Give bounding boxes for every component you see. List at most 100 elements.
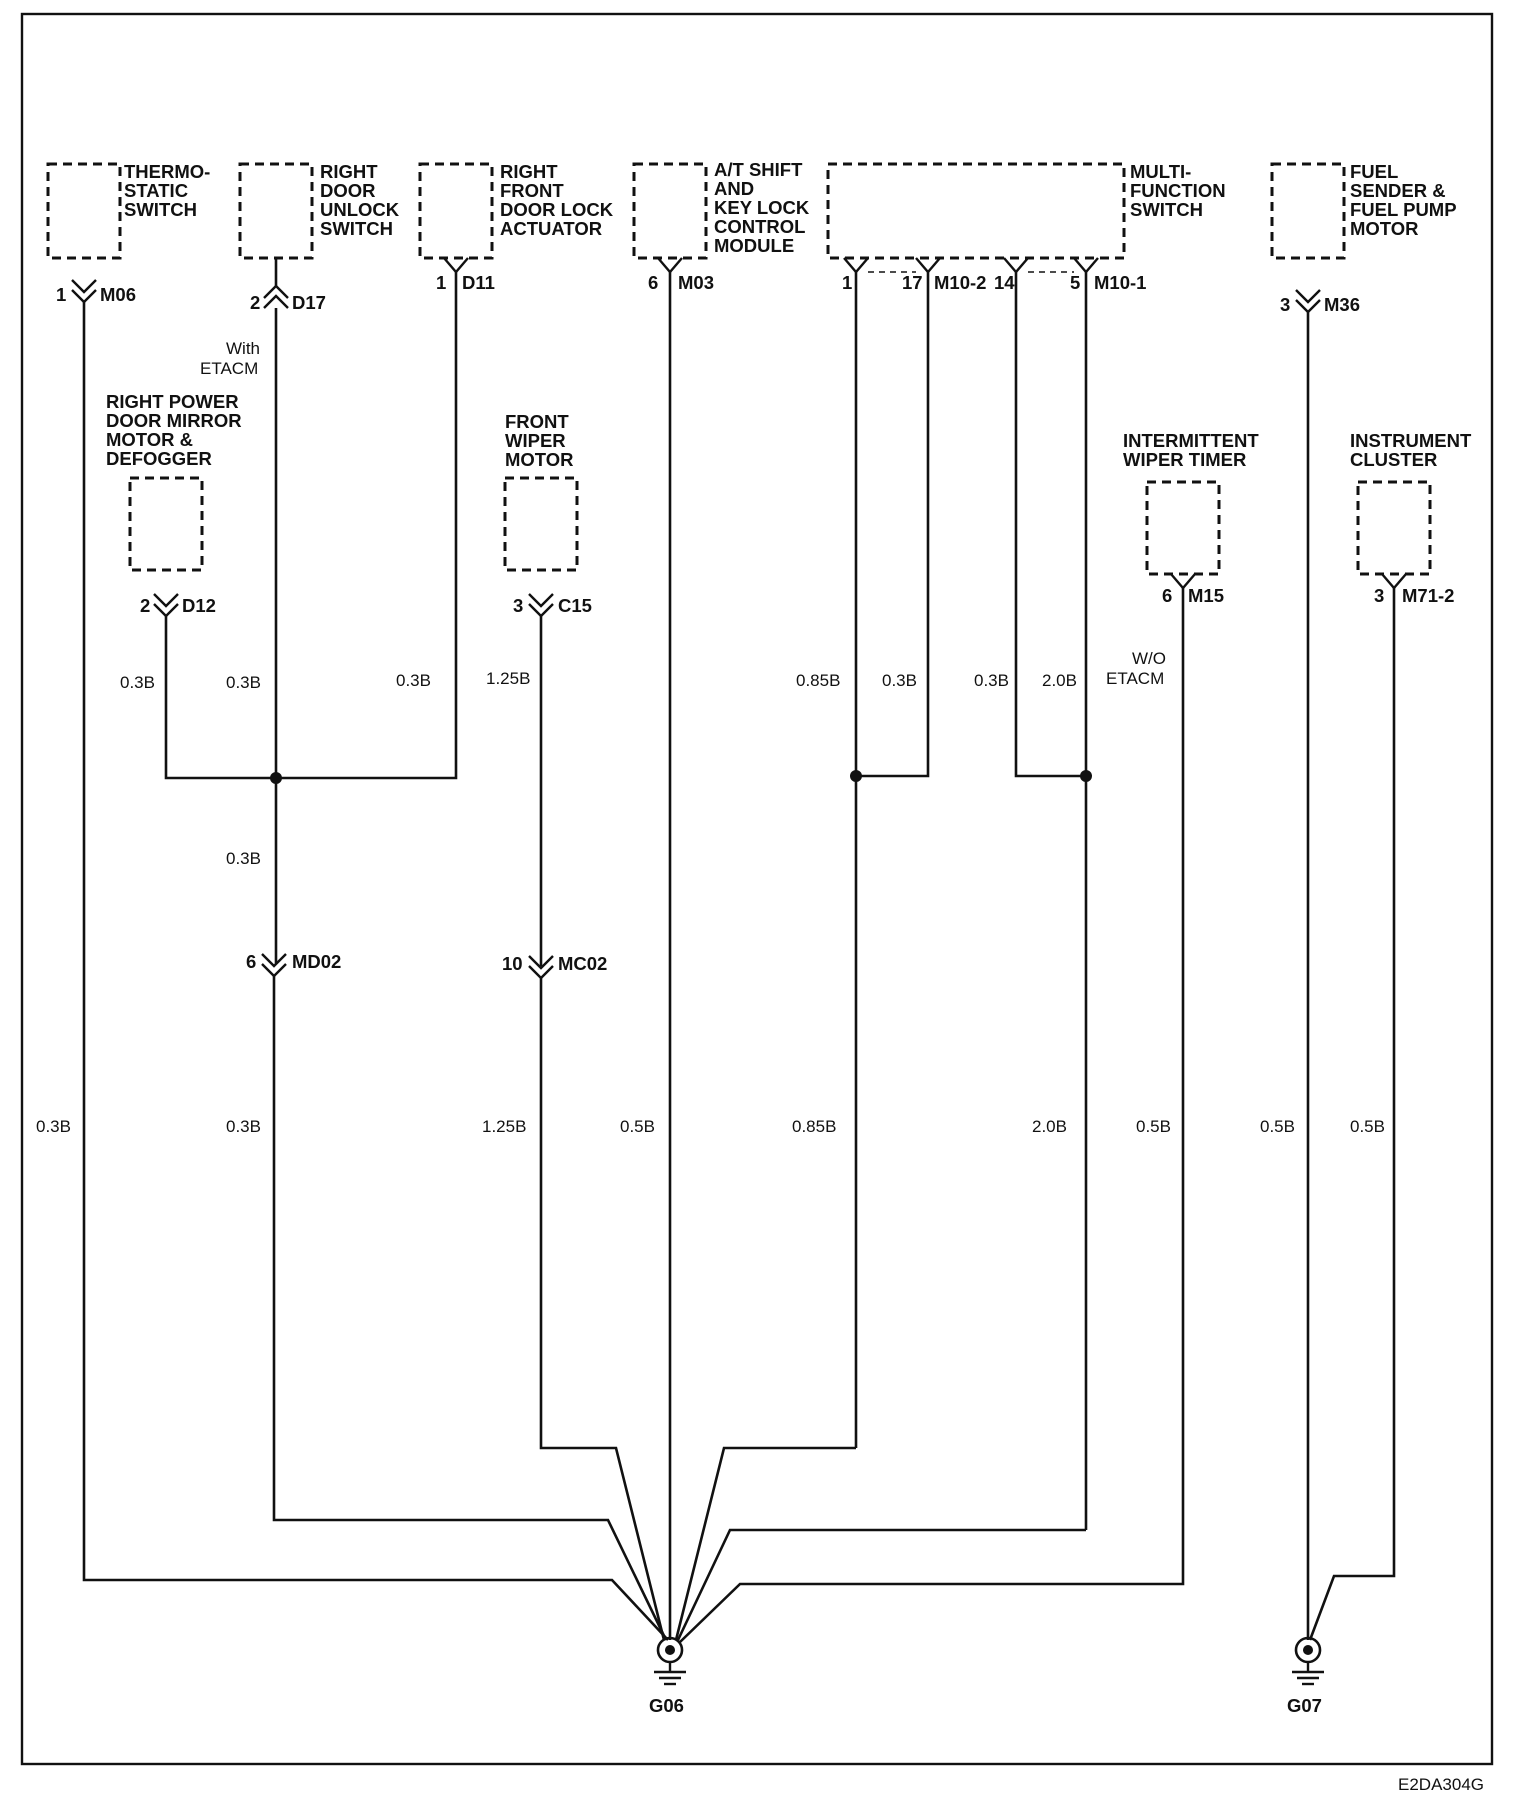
thermostatic-switch-box — [46, 162, 122, 260]
wire-label-d17-upper: 0.3B — [226, 673, 261, 692]
m10-2-pin-a: 1 — [842, 272, 852, 293]
d17-connector-symbol-2 — [263, 294, 289, 309]
wire-mc02-lower — [539, 978, 666, 1641]
m03-connector-symbol — [657, 257, 683, 274]
ground-g06-symbol — [654, 1636, 686, 1686]
ground-g07-label: G07 — [1287, 1695, 1322, 1716]
wire-label-m71-lower: 0.5B — [1350, 1117, 1385, 1136]
diagram-frame — [20, 12, 1494, 1766]
m10-2-name: M10-2 — [934, 272, 986, 293]
m10-2-connector-pin17 — [915, 257, 941, 274]
wire-label-d12: 0.3B — [120, 673, 155, 692]
d17-pin: 2 — [250, 292, 260, 313]
wire-label-m10-pin17: 0.3B — [882, 671, 917, 690]
m15-pin: 6 — [1162, 585, 1172, 606]
right-front-door-lock-actuator-label: RIGHT FRONT DOOR LOCK ACTUATOR — [500, 161, 618, 239]
multi-function-switch-box — [826, 162, 1126, 260]
m10-1-pin-b: 5 — [1070, 272, 1080, 293]
fuel-sender-pump-box — [1270, 162, 1346, 260]
m03-name: M03 — [678, 272, 714, 293]
wire-m06 — [82, 302, 669, 1641]
m10-1-pin-a: 14 — [994, 272, 1015, 293]
m10-1-connector-pin14 — [1003, 257, 1029, 274]
thermostatic-switch-label: THERMO- STATIC SWITCH — [124, 161, 215, 220]
splice-d17 — [270, 772, 282, 784]
wire-label-c15: 1.25B — [486, 669, 530, 688]
wire-label-m10-right-lower: 2.0B — [1032, 1117, 1067, 1136]
m03-pin: 6 — [648, 272, 658, 293]
m10-1-connector-pin5 — [1073, 257, 1099, 274]
mc02-pin: 10 — [502, 953, 523, 974]
wire-m10-pin17 — [856, 272, 930, 778]
intermittent-wiper-timer-box — [1145, 480, 1221, 576]
right-door-unlock-switch-label: RIGHT DOOR UNLOCK SWITCH — [320, 161, 404, 239]
c15-pin: 3 — [513, 595, 523, 616]
d12-name: D12 — [182, 595, 216, 616]
wire-label-mc02-lower: 1.25B — [482, 1117, 526, 1136]
ground-g06-label: G06 — [649, 1695, 684, 1716]
right-front-door-lock-actuator-box — [418, 162, 494, 260]
wire-label-m03-lower: 0.5B — [620, 1117, 655, 1136]
wire-label-m10-pin1: 0.85B — [796, 671, 840, 690]
m10-1-name: M10-1 — [1094, 272, 1146, 293]
diagram-code: E2DA304G — [1398, 1775, 1484, 1794]
at-shift-key-lock-module-box — [632, 162, 708, 260]
right-door-unlock-switch-box — [238, 162, 314, 260]
wire-m10-left-lower — [674, 1446, 856, 1641]
wo-etacm-note: W/O ETACM — [1106, 649, 1171, 688]
wire-label-m36-lower: 0.5B — [1260, 1117, 1295, 1136]
m36-name: M36 — [1324, 294, 1360, 315]
fuel-sender-pump-label: FUEL SENDER & FUEL PUMP MOTOR — [1350, 161, 1461, 239]
instrument-cluster-box — [1356, 480, 1432, 576]
wire-m10-pin14 — [1014, 272, 1086, 778]
ground-g07-symbol — [1292, 1636, 1324, 1686]
wire-label-md02-lower: 0.3B — [226, 1117, 261, 1136]
splice-m10-1 — [1080, 770, 1092, 782]
multi-function-switch-label: MULTI- FUNCTION SWITCH — [1130, 161, 1231, 220]
splice-m10-2 — [850, 770, 862, 782]
c15-connector-symbol — [528, 593, 554, 608]
wire-md02-lower — [272, 976, 668, 1641]
wire-label-m06-lower: 0.3B — [36, 1117, 71, 1136]
instrument-cluster-label: INSTRUMENT CLUSTER — [1350, 430, 1476, 470]
wire-d12 — [164, 272, 458, 780]
wire-label-m10-left-lower: 0.85B — [792, 1117, 836, 1136]
d11-pin: 1 — [436, 272, 446, 293]
mc02-connector-symbol — [528, 955, 554, 970]
m06-pin: 1 — [56, 284, 66, 305]
wire-label-m15-lower: 0.5B — [1136, 1117, 1171, 1136]
d17-name: D17 — [292, 292, 326, 313]
intermittent-wiper-timer-label: INTERMITTENT WIPER TIMER — [1123, 430, 1264, 470]
m36-pin: 3 — [1280, 294, 1290, 315]
mc02-name: MC02 — [558, 953, 607, 974]
wire-m15 — [679, 588, 1185, 1643]
wire-label-md02-upper: 0.3B — [226, 849, 261, 868]
md02-pin: 6 — [246, 951, 256, 972]
wire-label-m10-pin14: 0.3B — [974, 671, 1009, 690]
m71-2-name: M71-2 — [1402, 585, 1454, 606]
m10-2-connector-pin1 — [843, 257, 869, 274]
d11-name: D11 — [462, 272, 495, 293]
m06-name: M06 — [100, 284, 136, 305]
md02-connector-symbol — [261, 953, 287, 968]
wire-label-m10-pin5: 2.0B — [1042, 671, 1077, 690]
wire-m71-2 — [1308, 588, 1396, 1641]
wire-label-d11: 0.3B — [396, 671, 431, 690]
m36-connector-symbol — [1295, 289, 1321, 304]
with-etacm-note: With ETACM — [200, 339, 265, 378]
m71-2-pin: 3 — [1374, 585, 1384, 606]
right-power-door-mirror-label: RIGHT POWER DOOR MIRROR MOTOR & DEFOGGER — [106, 391, 247, 469]
d12-pin: 2 — [140, 595, 150, 616]
c15-name: C15 — [558, 595, 592, 616]
right-power-door-mirror-box — [128, 476, 204, 572]
md02-name: MD02 — [292, 951, 341, 972]
front-wiper-motor-label: FRONT WIPER MOTOR — [505, 411, 574, 470]
m06-connector-symbol — [71, 279, 97, 294]
m15-name: M15 — [1188, 585, 1224, 606]
wire-m10-right-lower — [676, 1528, 1086, 1641]
d12-connector-symbol — [153, 593, 179, 608]
front-wiper-motor-box — [503, 476, 579, 572]
d11-connector-symbol — [443, 257, 469, 274]
m10-2-pin-b: 17 — [902, 272, 923, 293]
